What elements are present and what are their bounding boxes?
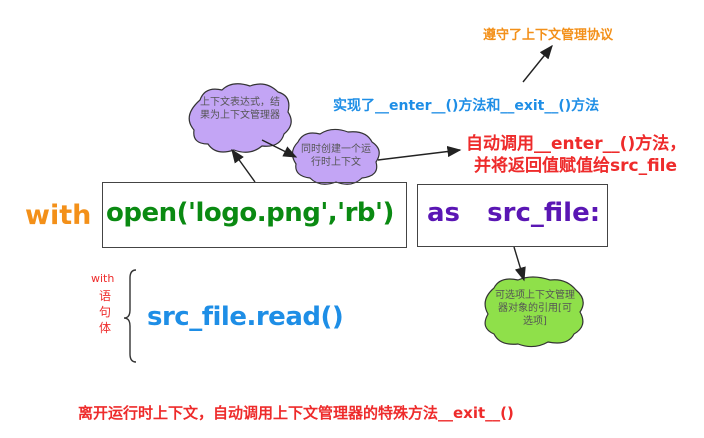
auto-enter-line1: 自动调用__enter__()方法， bbox=[466, 134, 687, 154]
expression-box bbox=[102, 182, 407, 248]
cloud-runtime-text: 同时创建一个运行时上下文 bbox=[301, 144, 371, 168]
cloud-runtime-shape bbox=[291, 128, 380, 185]
cloud-expression-text: 上下文表达式，结果为上下文管理器 bbox=[200, 97, 280, 121]
arrow-cloud-to-cloud bbox=[261, 139, 298, 158]
cloud-expression-shape bbox=[188, 83, 292, 153]
with-keyword: with bbox=[25, 200, 92, 231]
arrow-to-auto-enter bbox=[377, 145, 462, 161]
context-expression: open('logo.png','rb') bbox=[106, 198, 394, 228]
arrow-to-protocol bbox=[522, 44, 553, 83]
protocol-note: 遵守了上下文管理协议 bbox=[483, 28, 614, 43]
with-body-code: src_file.read() bbox=[147, 302, 344, 332]
body-label-char: 体 bbox=[99, 321, 112, 335]
body-label-with: with bbox=[91, 272, 115, 285]
auto-enter-line2: 并将返回值赋值给src_file bbox=[474, 156, 678, 176]
cloud-optional-shape bbox=[484, 276, 584, 348]
brace-icon bbox=[123, 269, 137, 363]
as-box bbox=[417, 184, 608, 247]
body-label-char: 语 bbox=[99, 289, 112, 303]
arrow-as-to-cloud bbox=[513, 246, 526, 282]
arrow-box-to-cloud bbox=[231, 148, 256, 183]
cloud-optional-text: 可选项上下文管理器对象的引用[可选项] bbox=[495, 290, 575, 327]
body-label-char: 句 bbox=[99, 305, 112, 319]
implements-note: 实现了__enter__()方法和__exit__()方法 bbox=[333, 98, 600, 114]
as-clause: as src_file: bbox=[427, 198, 601, 228]
exit-note: 离开运行时上下文，自动调用上下文管理器的特殊方法__exit__() bbox=[78, 404, 514, 422]
